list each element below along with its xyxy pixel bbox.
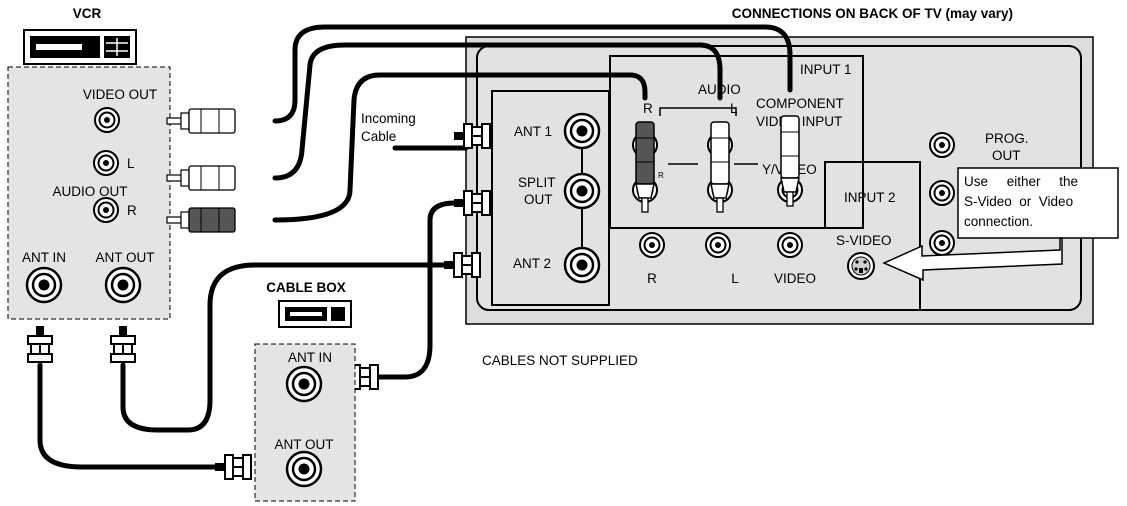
input1-label: INPUT 1 — [800, 62, 852, 77]
vcr-audio-r-jack[interactable] — [93, 197, 119, 223]
cablebox-ant-out-f-connector[interactable] — [214, 454, 252, 480]
vcr-audio-l-plug[interactable] — [166, 165, 236, 191]
vcr-l-label: L — [127, 156, 135, 171]
incoming-cable-label-1: Incoming — [361, 111, 416, 126]
cable-box-ant-in-jack[interactable] — [285, 365, 323, 403]
vcr-title: VCR — [73, 6, 102, 21]
audio-bracket — [659, 107, 737, 116]
bottom-video-label: VIDEO — [774, 271, 816, 286]
small-r-label: R — [658, 171, 664, 180]
bottom-audio-l-jack[interactable] — [705, 232, 731, 258]
callout-box — [957, 167, 1119, 239]
ant2-jack[interactable] — [563, 246, 601, 284]
callout-arrow — [882, 237, 1063, 282]
tv-connections-title: CONNECTIONS ON BACK OF TV (may vary) — [732, 6, 1013, 21]
vcr-audio-l-jack[interactable] — [93, 150, 119, 176]
vcr-icon — [23, 29, 137, 65]
vcr-video-out-jack[interactable] — [94, 107, 120, 133]
bottom-r-label: R — [647, 271, 657, 286]
cable-box-ant-in-label: ANT IN — [288, 350, 332, 365]
prog-out-jack-3[interactable] — [929, 230, 955, 256]
vcr-ant-in-jack[interactable] — [25, 266, 63, 304]
callout-line-2: S-Video or Video — [964, 194, 1073, 209]
prog-out-jack-2[interactable] — [929, 180, 955, 206]
audio-l-label: L — [730, 101, 738, 116]
bottom-video-jack[interactable] — [777, 232, 803, 258]
audio-l-plug[interactable] — [710, 121, 730, 213]
cables — [37, 24, 793, 470]
vcr-video-plug[interactable] — [166, 108, 236, 134]
split-out-jack[interactable] — [563, 172, 601, 210]
bottom-audio-r-jack[interactable] — [639, 232, 665, 258]
vcr-ant-in-f-connector[interactable] — [27, 325, 53, 363]
ant1-label: ANT 1 — [514, 124, 552, 139]
video-plug[interactable] — [780, 115, 800, 207]
vcr-ant-out-f-connector[interactable] — [110, 325, 136, 363]
split-out-f-connector[interactable] — [453, 190, 491, 216]
ant1-jack[interactable] — [563, 112, 601, 150]
input2-label: INPUT 2 — [844, 190, 896, 205]
vcr-ant-out-jack[interactable] — [104, 266, 142, 304]
vcr-ant-out-label: ANT OUT — [95, 250, 154, 265]
split-label-1: SPLIT — [518, 175, 556, 190]
split-label-2: OUT — [524, 192, 553, 207]
cable-box-ant-out-jack[interactable] — [285, 450, 323, 488]
vcr-video-out-label: VIDEO OUT — [83, 87, 157, 102]
vcr-r-label: R — [127, 203, 137, 218]
component-label-1: COMPONENT — [756, 96, 844, 111]
cables-not-supplied-note: CABLES NOT SUPPLIED — [482, 353, 638, 368]
svideo-label: S-VIDEO — [836, 233, 892, 248]
prog-out-label-2: OUT — [992, 148, 1021, 163]
bottom-l-label: L — [731, 271, 739, 286]
ant2-f-connector[interactable] — [443, 252, 481, 278]
audio-r-plug[interactable] — [635, 121, 655, 213]
audio-r-label: R — [643, 101, 653, 116]
vcr-ant-in-label: ANT IN — [22, 250, 66, 265]
callout-line-3: connection. — [964, 214, 1033, 229]
svideo-jack[interactable] — [847, 252, 875, 280]
vcr-audio-out-label: AUDIO OUT — [52, 184, 127, 199]
cable-box-title: CABLE BOX — [266, 280, 346, 295]
ant1-f-connector[interactable] — [453, 123, 491, 149]
callout-line-1: Use either the — [964, 174, 1078, 189]
input2-box — [824, 161, 921, 310]
prog-out-label-1: PROG. — [985, 131, 1029, 146]
incoming-cable-label-2: Cable — [361, 129, 396, 144]
ant2-label: ANT 2 — [513, 256, 551, 271]
cable-box-icon — [278, 300, 352, 328]
cable-box-ant-out-label: ANT OUT — [274, 437, 333, 452]
prog-out-jack-1[interactable] — [929, 132, 955, 158]
vcr-audio-r-plug[interactable] — [166, 207, 236, 233]
